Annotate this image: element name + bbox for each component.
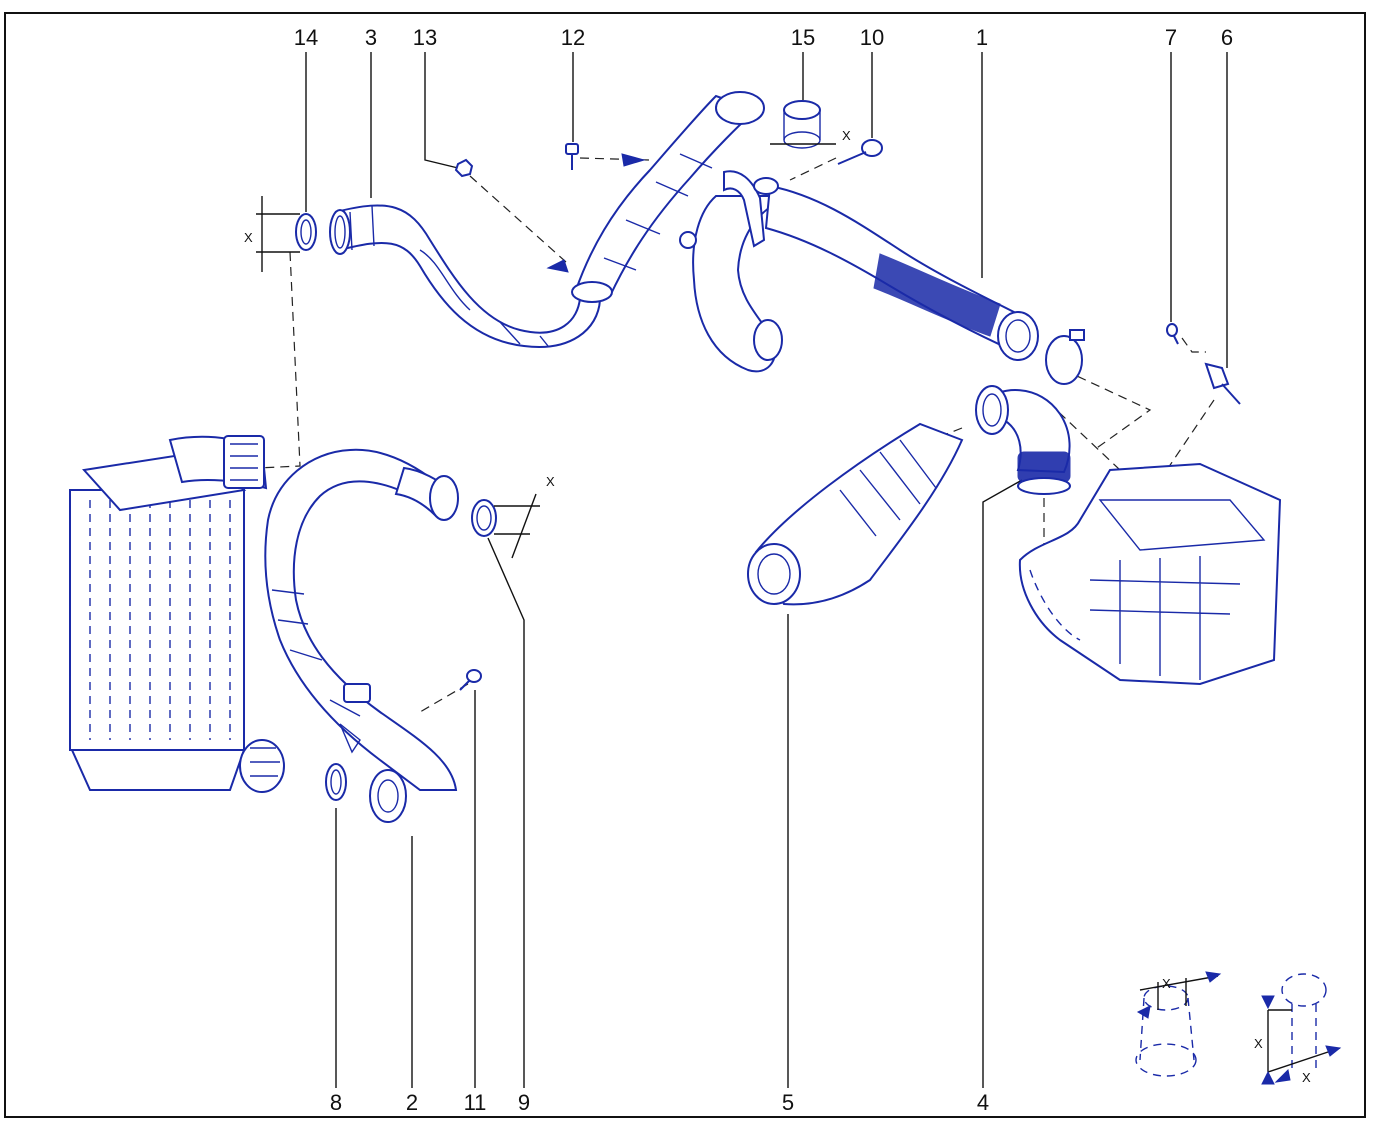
label-11: 11 xyxy=(464,1090,487,1115)
seal-ring-15: X xyxy=(770,100,851,149)
sensor-6 xyxy=(1204,362,1241,405)
label-2: 2 xyxy=(406,1090,418,1115)
seal-ring-9: X xyxy=(471,474,555,559)
label-13: 13 xyxy=(413,25,437,50)
label-14: 14 xyxy=(294,25,318,50)
charge-air-pipe-2 xyxy=(264,448,459,823)
label-1: 1 xyxy=(976,25,988,50)
elbow-4 xyxy=(975,385,1071,495)
label-7: 7 xyxy=(1165,25,1177,50)
intercooler xyxy=(69,435,285,793)
engine-block xyxy=(1018,462,1282,686)
air-duct-5 xyxy=(747,422,964,606)
label-6: 6 xyxy=(1221,25,1233,50)
legend-bolt-dimension: X X xyxy=(1254,973,1342,1085)
bolt-11 xyxy=(459,669,482,691)
dimension-x-legend-1: X xyxy=(1162,976,1171,991)
dimension-x-legend-3: X xyxy=(1302,1070,1311,1085)
label-10: 10 xyxy=(860,25,884,50)
label-9: 9 xyxy=(518,1090,530,1115)
seal-ring-14: X xyxy=(244,196,317,272)
diagram-frame xyxy=(4,12,1366,1118)
dimension-x-14: X xyxy=(244,230,253,245)
nut-13 xyxy=(454,158,474,178)
dimension-x-9: X xyxy=(546,474,555,489)
bellows-pipe-1 xyxy=(679,170,1039,373)
bolt-10 xyxy=(837,139,883,165)
label-12: 12 xyxy=(561,25,585,50)
bolt-12 xyxy=(565,143,646,170)
legend-seal-dimension: X xyxy=(1135,971,1222,1077)
hose-clamp xyxy=(1045,329,1085,385)
dimension-x-legend-2: X xyxy=(1254,1036,1263,1051)
label-5: 5 xyxy=(782,1090,794,1115)
label-4: 4 xyxy=(977,1090,989,1115)
bolt-7 xyxy=(1166,323,1179,345)
label-3: 3 xyxy=(365,25,377,50)
label-8: 8 xyxy=(330,1090,342,1115)
seal-ring-8 xyxy=(325,763,347,801)
dimension-x-15: X xyxy=(842,128,851,143)
label-15: 15 xyxy=(791,25,815,50)
charge-air-pipe xyxy=(329,91,765,348)
leader-lines xyxy=(305,52,1228,1088)
